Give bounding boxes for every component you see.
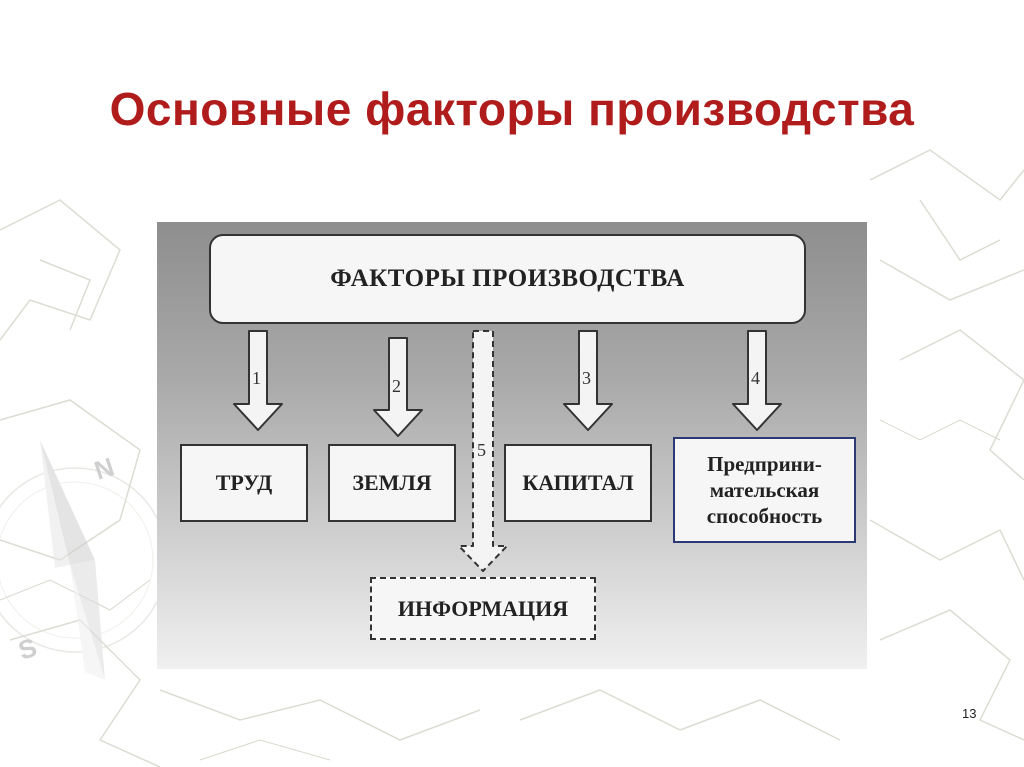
slide-title: Основные факторы производства: [109, 83, 915, 135]
entrepreneurship-line-1: Предприни-: [707, 451, 822, 476]
compass-letter-s: S: [15, 632, 41, 666]
entrepreneurship-line-3: способность: [706, 504, 823, 529]
root-box-factors-of-production: ФАКТОРЫ ПРОИЗВОДСТВА: [209, 234, 806, 324]
factor-box-land: ЗЕМЛЯ: [328, 444, 456, 522]
factor-box-capital: КАПИТАЛ: [504, 444, 652, 522]
entrepreneurship-line-2: мательская: [709, 477, 820, 502]
factor-box-entrepreneurship: Предприни- мательская способность: [673, 437, 856, 543]
factor-box-labor: ТРУД: [180, 444, 308, 522]
arrow-1-number: 1: [252, 368, 261, 388]
arrow-4-number: 4: [751, 368, 760, 388]
arrow-3-number: 3: [582, 368, 591, 388]
page-number: 13: [962, 706, 977, 721]
arrow-2-number: 2: [392, 376, 401, 396]
compass-letter-n: N: [91, 451, 118, 485]
arrow-5-number: 5: [477, 440, 486, 460]
factor-box-information: ИНФОРМАЦИЯ: [370, 577, 596, 640]
